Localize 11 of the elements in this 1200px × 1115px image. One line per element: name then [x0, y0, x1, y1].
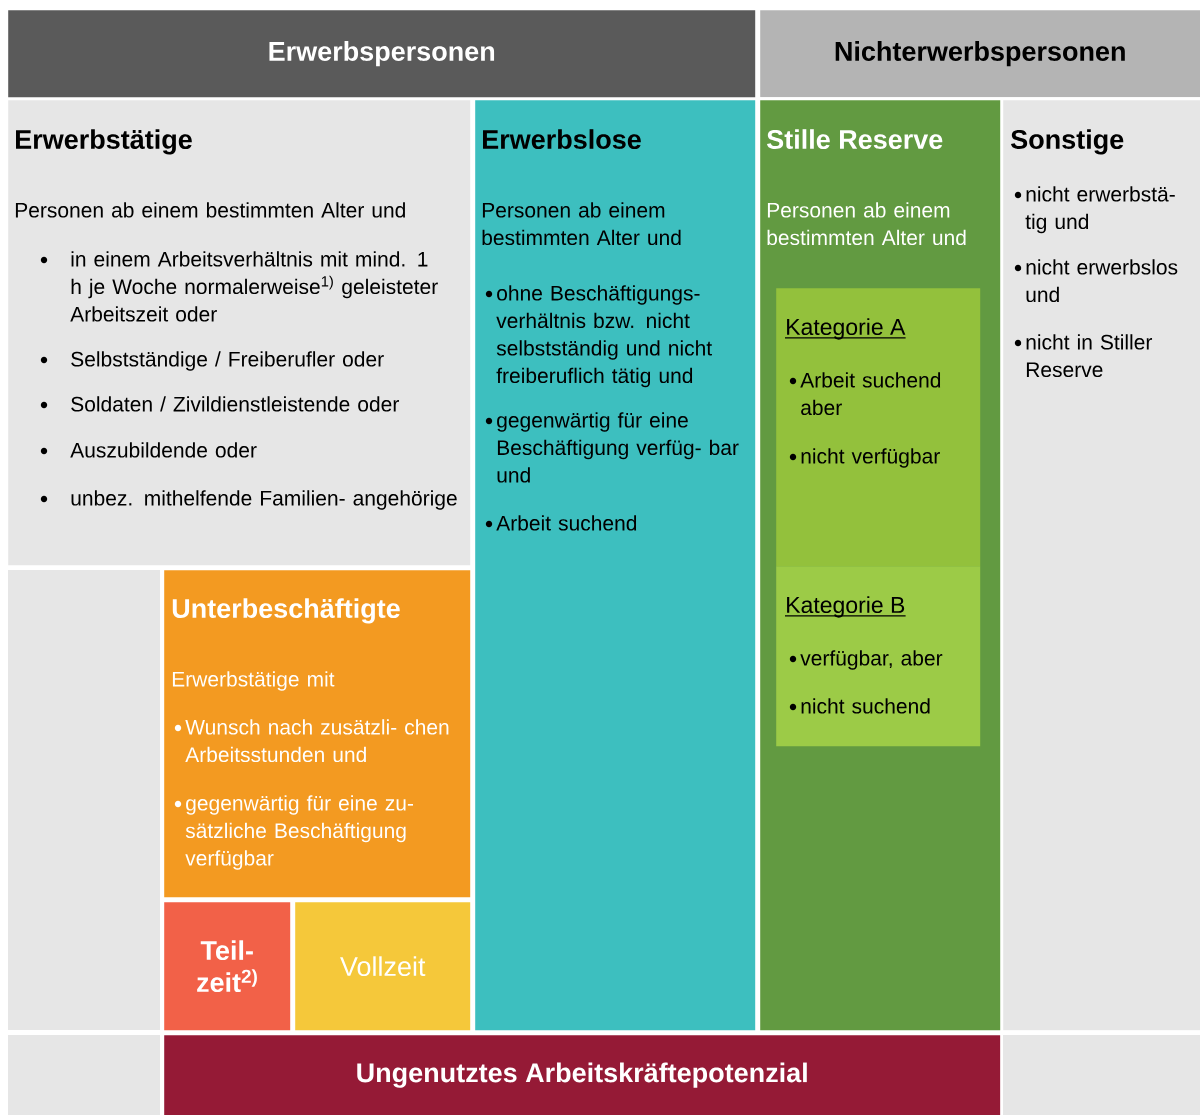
category-box: Teil- zeit$^{2)}$: [164, 902, 291, 1031]
category-box: Erwerbstätige Personen ab einem bestimmten Alter und in einem Arbeitsverhältnis mit mind. 1 h je Woche normalerweise$^{1)}$ geleisteter Arbeitszeit oder Selbstständige / Freiberufler oder Soldaten / Zivildienstleistende oder Auszubildende oder unbez. mithelfende Familien- angehörige: [8, 100, 471, 566]
sub-category-box: Kategorie B verfügbar, aber nicht suchend: [776, 566, 981, 747]
category-box: Unterbeschäftigte Erwerbstätige mit Wunsch nach zusätzli- chen Arbeitsstunden und gegenwärtig für eine zu- sätzliche Beschäftigung verfügbar: [164, 570, 471, 898]
bottom-band: Ungenutztes Arbeitskräftepotenzial: [164, 1035, 1001, 1115]
category-box: Sonstige nicht erwerbstä- tig und nicht erwerbslos und nicht in Stiller Reserve: [1003, 100, 1200, 1031]
category-box: Erwerbslose Personen ab einem bestimmten Alter und ohne Beschäftigungs- verhältnis bzw. nicht selbstständig und nicht freiberuflich tätig und gegenwärtig für eine Beschäftigung verfüg- bar und Arbeit suchend: [475, 100, 756, 1031]
header-band: Erwerbspersonen: [8, 10, 756, 98]
header-band: Nichterwerbspersonen: [760, 10, 1200, 98]
sub-category-box: Kategorie A Arbeit suchend aber nicht verfügbar: [776, 288, 981, 567]
category-box: Vollzeit: [295, 902, 471, 1031]
